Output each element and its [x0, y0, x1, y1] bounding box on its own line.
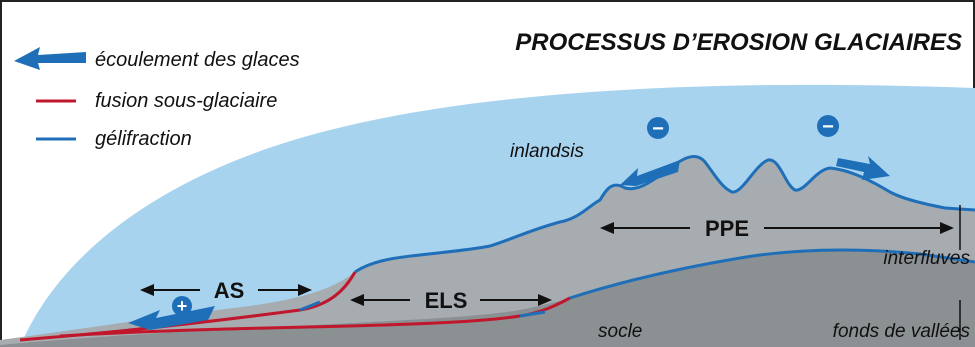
accumulation-plus-icon: +: [172, 296, 192, 316]
ice-sheet-label: inlandsis: [510, 141, 584, 162]
gelifraction-dash-1: [299, 300, 321, 312]
span-arrow-as: [140, 284, 312, 296]
svg-text:−: −: [822, 116, 834, 138]
legend-label-melt: fusion sous-glaciaire: [95, 90, 277, 112]
zone-as-label: AS: [214, 278, 245, 303]
span-arrow-els: [350, 294, 552, 306]
span-arrow-ppe: [600, 222, 954, 234]
flow-arrow-right-icon: [836, 156, 890, 180]
erosion-minus-icon-left: −: [647, 117, 669, 140]
legend-flow-arrow-icon: [14, 47, 86, 70]
legend: écoulement des glaces fusion sous-glacia…: [14, 47, 300, 150]
bedrock: [0, 250, 975, 347]
legend-label-flow: écoulement des glaces: [95, 49, 300, 71]
gelifraction-dash-2: [519, 310, 546, 318]
diagram-title: PROCESSUS D’EROSION GLACIAIRES: [515, 29, 962, 56]
gelifraction-line-upper: [354, 155, 975, 274]
valley-floors-label: fonds de vallées: [833, 321, 971, 342]
erosion-minus-icon-right: −: [817, 115, 839, 138]
legend-label-gelifraction: gélifraction: [95, 128, 192, 150]
svg-text:+: +: [177, 296, 188, 316]
bedrock-label: socle: [598, 321, 642, 342]
flow-arrow-left-icon: [128, 306, 215, 330]
zone-els-label: ELS: [425, 288, 468, 313]
interfluves-label: interfluves: [883, 248, 970, 269]
flow-arrow-center-icon: [620, 160, 680, 186]
zone-ppe-label: PPE: [705, 216, 749, 241]
svg-text:−: −: [652, 118, 664, 140]
gelifraction-line-bedrock: [569, 248, 975, 300]
